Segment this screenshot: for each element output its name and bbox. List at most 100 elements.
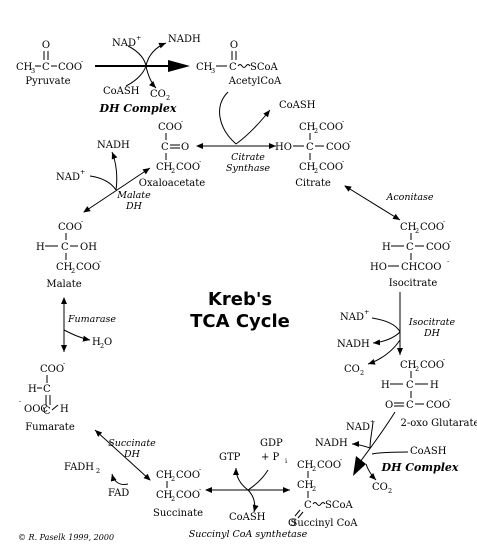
succinate-ch2-2: CH [156, 490, 173, 501]
diagram-title: Kreb's TCA Cycle [190, 289, 290, 332]
pyruvate-ch3: CH [16, 62, 33, 73]
h2o-label-sub: 2 [100, 342, 104, 350]
pyruvate-dh-step: NAD + NADH CoASH CO 2 DH Complex [95, 34, 201, 115]
isocitrate-coo-1: COO [420, 222, 444, 233]
pyruvate-structure: O CH 3 C COO - Pyruvate [16, 40, 83, 87]
oxoglutarate-label: 2-oxo Glutarate [401, 418, 477, 429]
oxaloacetate-c: C [161, 142, 169, 153]
succinylcoa-o: O [288, 518, 296, 529]
succinylcoa-label: Succinyl CoA [290, 518, 358, 529]
fumarate-c-1: C [43, 384, 51, 395]
citrate-ch2-3-sub: 2 [314, 167, 318, 175]
citrate-structure: CH 2 COO - HO C COO - CH 2 COO - Citrate [275, 117, 351, 189]
oxoglutarate-c-1: C [406, 380, 414, 391]
enzyme-aconitase: Aconitase [385, 192, 433, 203]
nad-label-2: NAD [340, 312, 364, 323]
enzyme-malate-dh-2: DH [125, 201, 143, 212]
citrate-ch2-3: CH [299, 162, 316, 173]
oxaloacetate-coo-2-charge: - [199, 157, 201, 165]
malate-oxaloacetate-arrow [83, 167, 151, 213]
coash-in-curve-3 [371, 451, 409, 455]
pyruvate-coo: COO [58, 62, 82, 73]
acetylcoa-c: C [229, 62, 237, 73]
isocitrate-chcoo: CHCOO [401, 262, 441, 273]
nad-label-1-plus: + [136, 34, 141, 42]
coash-out-curve [235, 109, 271, 145]
citrate-c: C [306, 142, 314, 153]
enzyme-malate-dh-1: Malate [116, 190, 151, 201]
succinate-coo-1-charge: - [199, 465, 201, 473]
succinylcoa-coo: COO [317, 460, 341, 471]
citrate-ch2-1: CH [299, 122, 316, 133]
enzyme-succinate-dh-2: DH [123, 449, 141, 460]
citrate-ch2-1-sub: 2 [314, 127, 318, 135]
oxoglutarate-c-2: C [406, 400, 414, 411]
isocitrate-chcoo-charge: - [447, 257, 449, 265]
oxoglutarate-coo-2: COO [426, 400, 450, 411]
succinylcoa-ch2-1: CH [297, 460, 314, 471]
oxoglutarate-ch2: CH [400, 360, 417, 371]
succinylcoa-coo-charge: - [340, 455, 342, 463]
succinylcoa-scoa: SCoA [325, 500, 354, 511]
malate-coo-2: COO [76, 262, 100, 273]
enzyme-citrate-synthase-1: Citrate [231, 152, 265, 163]
title-line-1: Kreb's [208, 289, 272, 310]
oxoglutarate-coo-1: COO [420, 360, 444, 371]
acetylcoa-carbonyl-o: O [230, 40, 238, 51]
isocitrate-h: H [382, 242, 391, 253]
fumarate-bond-h2 [51, 404, 59, 411]
coash-label-1: CoASH [103, 86, 140, 97]
title-line-2: TCA Cycle [190, 311, 290, 332]
h2o-label-o: O [104, 337, 112, 348]
oxaloacetate-coo-1-charge: - [181, 117, 183, 125]
acetylcoa-ch3: CH [196, 62, 213, 73]
nad-label-4: NAD [56, 172, 80, 183]
succinate-coo-2: COO [176, 490, 200, 501]
fad-fadh2-curve [110, 473, 129, 485]
citrate-coo-2: COO [326, 142, 350, 153]
enzyme-isocitrate-dh-1: Isocitrate [408, 317, 456, 328]
pyruvate-arrowhead [168, 60, 190, 72]
co2-label-3: CO [372, 482, 388, 493]
succinylcoa-ch2-1-sub: 2 [312, 465, 316, 473]
succinate-coo-2-charge: - [199, 485, 201, 493]
succinate-coo-1: COO [176, 470, 200, 481]
citrate-coo-3-charge: - [342, 157, 344, 165]
fumarate-label: Fumarate [25, 422, 75, 433]
gdp-in-curve [247, 469, 269, 491]
isocitrate-ho: HO [370, 262, 387, 273]
coash-label-2: CoASH [279, 100, 316, 111]
oxaloacetate-coo-1: COO [158, 122, 182, 133]
nadh-label-2: NADH [337, 339, 370, 350]
isocitrate-ch2-sub: 2 [415, 227, 419, 235]
nadh-out-curve-4 [111, 151, 118, 191]
acetylcoa-structure: O CH 3 C SCoA AcetylCoA [196, 40, 282, 87]
oxoglutarate-o: O [385, 400, 393, 411]
nad-in-curve-4 [89, 175, 117, 191]
pyruvate-c: C [42, 62, 50, 73]
nad-label-2-plus: + [364, 308, 369, 316]
fumarate-coo-2: OOC [24, 404, 48, 415]
co2-label-2: CO [344, 364, 360, 375]
fumarate-coo-1: COO [40, 364, 64, 375]
succinylcoa-double-bond-b [297, 511, 304, 519]
pyruvate-label: Pyruvate [25, 76, 70, 87]
citrate-coo-2-charge: - [349, 137, 351, 145]
citrate-coo-1: COO [319, 122, 343, 133]
nad-label-4-plus: + [80, 168, 85, 176]
isocitrate-coo-1-charge: - [443, 217, 445, 225]
nad-in-curve-2 [371, 317, 401, 333]
co2-label-1: CO [150, 89, 166, 100]
enzyme-isocitrate-dh-2: DH [423, 328, 441, 339]
succinylcoa-synthetase-step: GTP GDP + P i CoASH Succinyl CoA synthet… [189, 438, 308, 540]
nad-in-curve-3 [369, 421, 374, 449]
pyruvate-carbonyl-o: O [42, 40, 50, 51]
malate-h: H [36, 242, 45, 253]
malate-structure: COO - H C OH CH 2 COO - Malate [36, 217, 101, 290]
oxaloacetate-coo-2: COO [176, 162, 200, 173]
succinylcoa-thioester-bond [312, 502, 326, 506]
malate-dh-step: NAD + NADH Malate DH [56, 140, 151, 213]
fumarate-h-2: H [60, 404, 69, 415]
co2-out-curve-3 [365, 463, 377, 481]
enzyme-succinylcoa-synthetase: Succinyl CoA synthetase [189, 529, 308, 540]
